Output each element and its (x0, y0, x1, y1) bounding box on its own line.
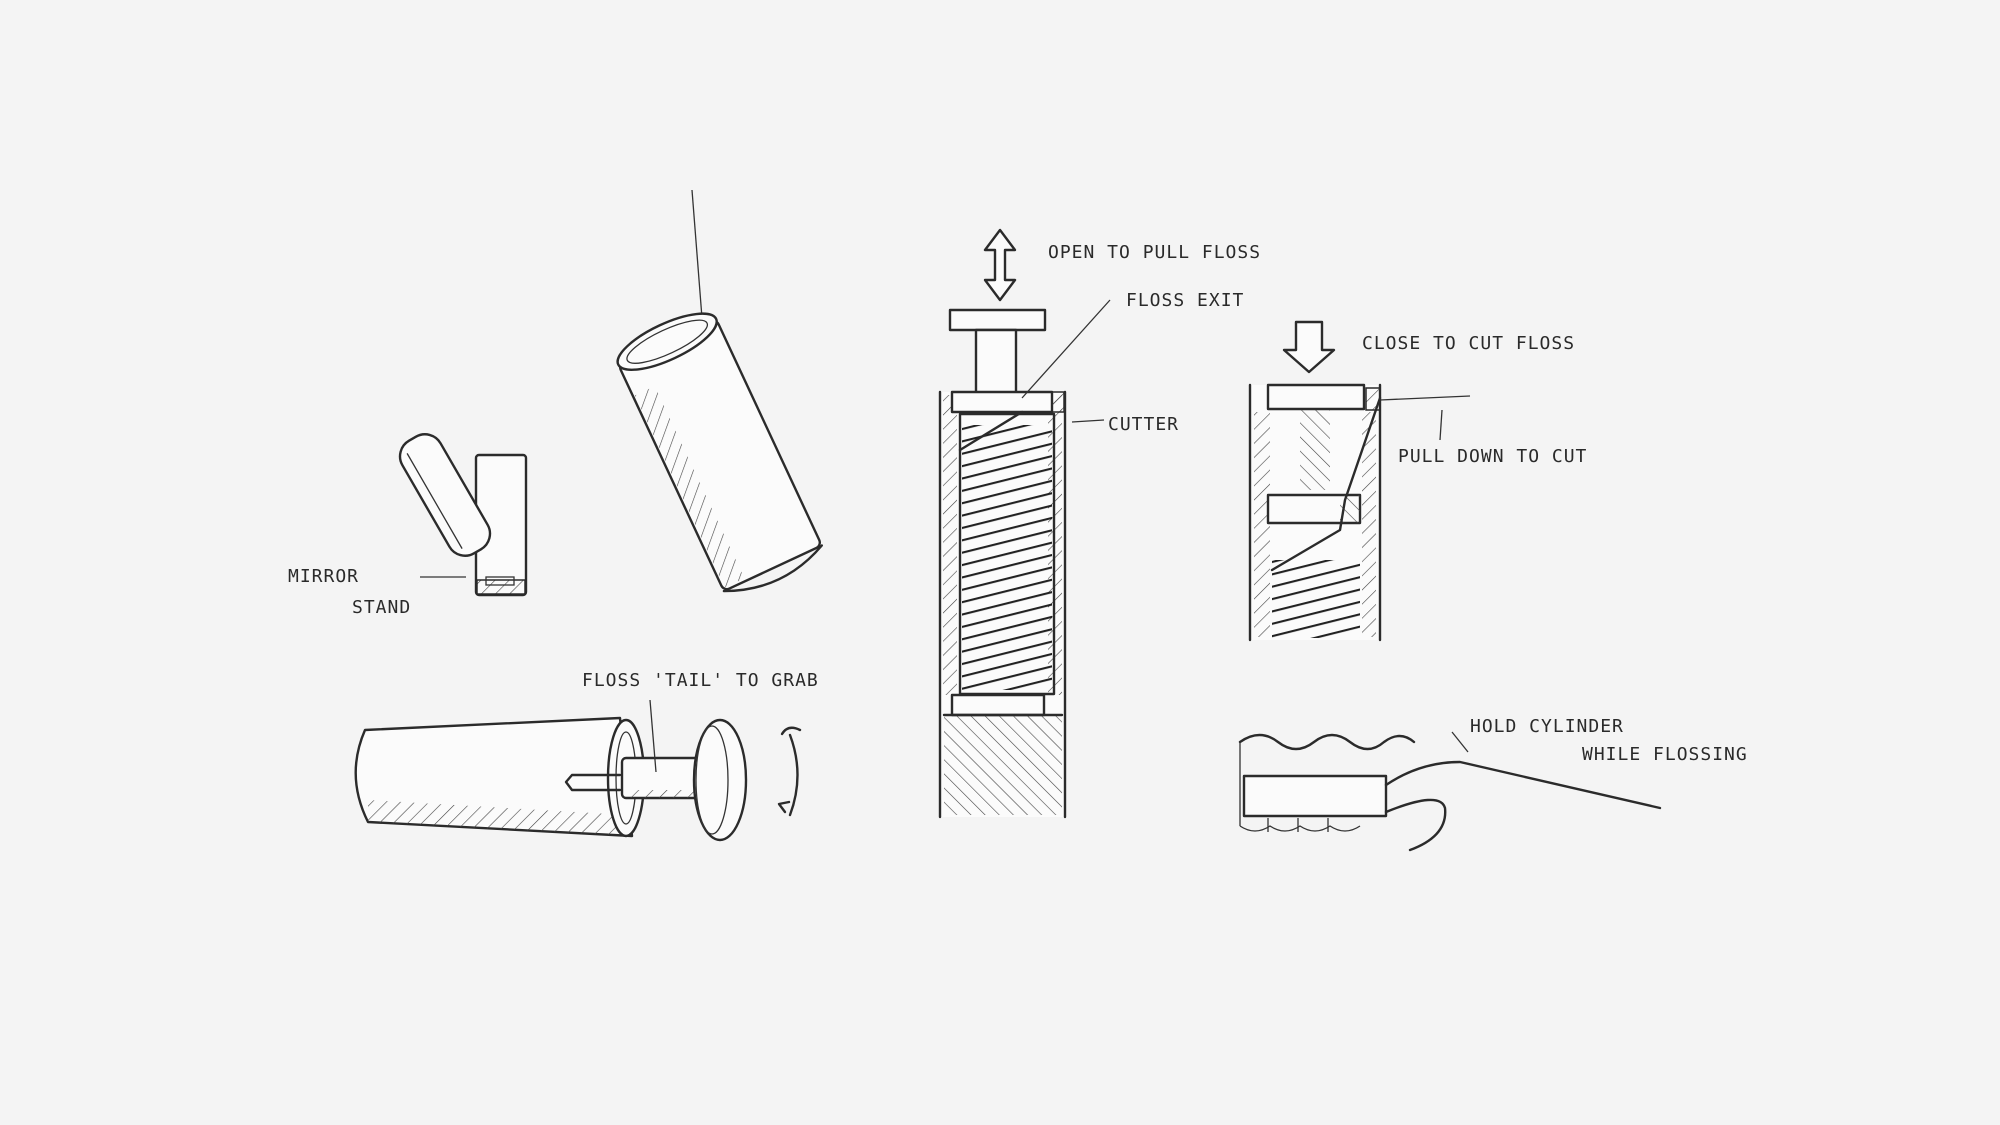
open-to-pull-label: OPEN TO PULL FLOSS (1048, 242, 1261, 263)
floss-tail-label: FLOSS 'TAIL' TO GRAB (582, 670, 819, 691)
horizontal-dispenser-sketch (354, 699, 802, 842)
closed-section-sketch (1248, 320, 1471, 642)
open-section-sketch (938, 228, 1111, 819)
mirror-stand-sketch (398, 433, 528, 597)
mirror-label: MIRROR (288, 566, 359, 587)
while-flossing-label: WHILE FLOSSING (1582, 744, 1748, 765)
hold-cylinder-label: HOLD CYLINDER (1470, 716, 1624, 737)
close-to-cut-label: CLOSE TO CUT FLOSS (1362, 333, 1575, 354)
pull-down-label: PULL DOWN TO CUT (1398, 446, 1587, 467)
hand-hold-sketch (1238, 731, 1662, 852)
floss-exit-label: FLOSS EXIT (1126, 290, 1244, 311)
cutter-label: CUTTER (1108, 414, 1179, 435)
hanging-cylinder-sketch (616, 189, 823, 593)
stand-label: STAND (352, 597, 411, 618)
